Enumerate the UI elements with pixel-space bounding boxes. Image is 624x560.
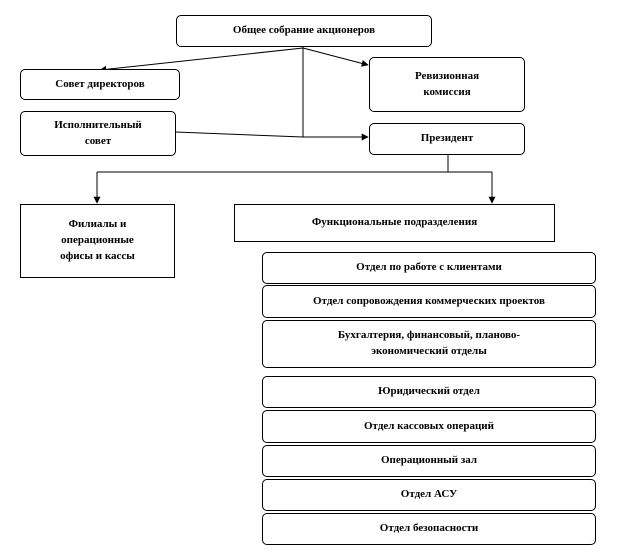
- department-label: Бухгалтерия, финансовый, планово- эконом…: [337, 329, 521, 357]
- department-box: Отдел по работе с клиентами: [262, 252, 596, 284]
- functional-divisions-label: Функциональные подразделения: [311, 216, 478, 229]
- department-box: Отдел безопасности: [262, 513, 596, 545]
- department-label: Отдел сопровождения коммерческих проекто…: [313, 294, 545, 307]
- branches-offices-label: Филиалы и операционные офисы и кассы: [60, 218, 135, 262]
- audit-commission-box: Ревизионная комиссия: [369, 57, 525, 112]
- executive-council-box: Исполнительный совет: [20, 111, 176, 156]
- president-box: Президент: [369, 123, 525, 155]
- department-box: Операционный зал: [262, 445, 596, 477]
- department-label: Юридический отдел: [378, 385, 480, 398]
- shareholders-meeting-label: Общее собрание акционеров: [232, 24, 376, 37]
- department-box: Юридический отдел: [262, 376, 596, 408]
- branches-offices-box: Филиалы и операционные офисы и кассы: [20, 204, 175, 278]
- department-label: Отдел по работе с клиентами: [356, 261, 502, 274]
- board-of-directors-box: Совет директоров: [20, 69, 180, 100]
- department-box: Отдел кассовых операций: [262, 410, 596, 443]
- board-of-directors-label: Совет директоров: [55, 77, 145, 90]
- department-label: Отдел безопасности: [379, 522, 479, 535]
- audit-commission-label: Ревизионная комиссия: [414, 69, 480, 98]
- president-label: Президент: [420, 132, 474, 145]
- department-label: Отдел кассовых операций: [364, 419, 494, 432]
- department-box: Отдел сопровождения коммерческих проекто…: [262, 285, 596, 318]
- shareholders-meeting-box: Общее собрание акционеров: [176, 15, 432, 47]
- executive-council-label: Исполнительный совет: [54, 118, 142, 147]
- department-label: Отдел АСУ: [400, 488, 458, 501]
- department-box: Отдел АСУ: [262, 479, 596, 511]
- functional-divisions-box: Функциональные подразделения: [234, 204, 555, 242]
- department-label: Операционный зал: [380, 454, 478, 467]
- department-box: Бухгалтерия, финансовый, планово- эконом…: [262, 320, 596, 368]
